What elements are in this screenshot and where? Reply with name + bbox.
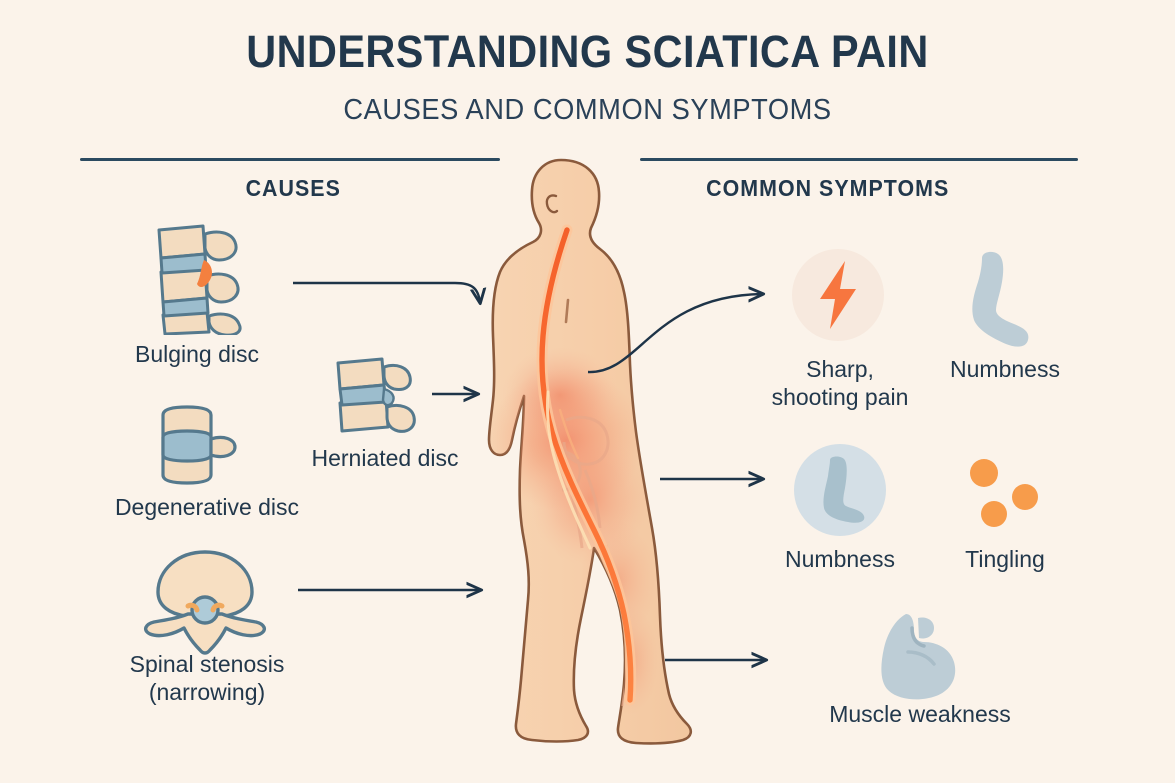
label-sharp-shooting-pain: Sharp, shooting pain xyxy=(771,356,909,410)
page-subtitle: CAUSES AND COMMON SYMPTOMS xyxy=(343,94,832,126)
divider-right xyxy=(640,158,1078,161)
navel-line xyxy=(564,298,570,324)
head-details xyxy=(545,194,559,214)
section-heading-symptoms: COMMON SYMPTOMS xyxy=(706,175,950,201)
lightning-bolt-icon xyxy=(790,247,886,343)
pain-glow-thigh xyxy=(580,520,656,640)
sciatic-nerve-path xyxy=(536,224,637,706)
vertebrae-herniated-disc-icon xyxy=(330,355,435,440)
pain-glow-calf xyxy=(602,605,658,715)
label-herniated-disc: Herniated disc xyxy=(311,445,459,471)
label-spinal-stenosis: Spinal stenosis (narrowing) xyxy=(129,651,285,705)
label-bulging-disc: Bulging disc xyxy=(134,341,260,367)
vertebrae-bulging-disc-icon xyxy=(145,220,255,337)
bent-leg-icon xyxy=(960,250,1050,350)
divider-left xyxy=(80,158,500,161)
label-numbness-leg: Numbness xyxy=(950,356,1060,382)
arrow-body-to-pain xyxy=(587,294,762,374)
herniation-bulge xyxy=(381,387,395,407)
vertebra-axial-stenosis-icon xyxy=(140,548,270,658)
degenerated-process xyxy=(209,435,237,459)
flexed-bicep-icon xyxy=(862,608,970,704)
pain-glow-upper xyxy=(502,347,618,443)
bulge-highlight xyxy=(197,260,213,287)
label-muscle-weakness: Muscle weakness xyxy=(829,701,1011,727)
label-tingling: Tingling xyxy=(965,546,1045,572)
tingling-dots-icon xyxy=(955,455,1055,545)
label-numbness-foot: Numbness xyxy=(785,546,895,572)
arrow-bulging-to-body xyxy=(293,281,480,302)
section-heading-causes: CAUSES xyxy=(245,175,341,201)
pain-glow-hip xyxy=(530,434,650,566)
page-title: UNDERSTANDING SCIATICA PAIN xyxy=(246,26,929,77)
vertebra-degenerative-disc-icon xyxy=(155,405,250,485)
pain-glow-lower-back xyxy=(489,368,644,512)
human-body-outline xyxy=(487,158,693,745)
skeleton-hint xyxy=(555,415,624,707)
narrowed-spinal-canal xyxy=(190,595,220,625)
label-degenerative-disc: Degenerative disc xyxy=(114,494,300,520)
foot-icon xyxy=(792,442,888,538)
